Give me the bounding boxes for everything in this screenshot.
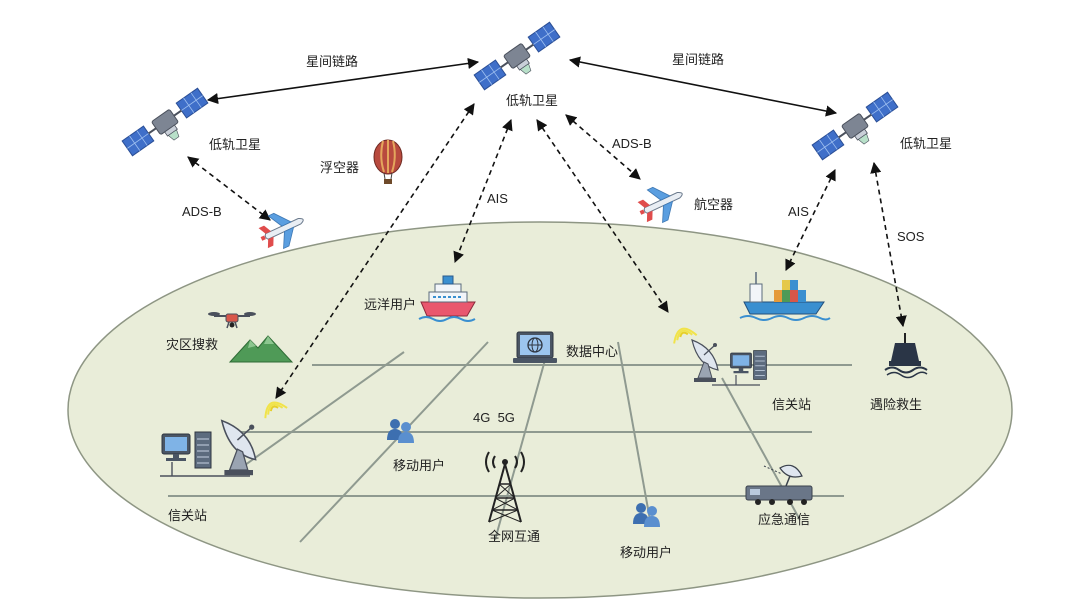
label-data-center: 数据中心 (566, 345, 618, 360)
drone-icon (208, 312, 256, 329)
label-ocean-user: 远洋用户 (364, 297, 416, 313)
isl-left-link (206, 57, 480, 105)
label-disaster-rescue: 灾区搜救 (166, 337, 218, 353)
label-sos: SOS (897, 229, 925, 244)
satellite-icon-right (811, 91, 906, 170)
label-isl-right: 星间链路 (672, 52, 724, 68)
cargo-ship-icon (739, 272, 831, 321)
ais-left-link (453, 118, 513, 264)
label-ais-left: AIS (487, 191, 508, 206)
label-adsb-right: ADS-B (612, 136, 652, 151)
label-sat-left: 低轨卫星 (209, 138, 261, 153)
links (187, 56, 907, 399)
ship-icon (418, 275, 476, 322)
balloon-icon (373, 139, 403, 184)
label-gateway-left: 信关站 (168, 509, 207, 524)
top-to-gateway-right-link (536, 119, 669, 313)
sos-link (870, 161, 907, 328)
ais-right-link (785, 168, 836, 272)
label-adsb-left: ADS-B (182, 204, 222, 219)
label-sat-top: 低轨卫星 (506, 94, 558, 109)
label-balloon: 浮空器 (320, 161, 359, 176)
server-rack-icon-left (194, 431, 212, 469)
label-mobile-user-bottom: 移动用户 (620, 545, 672, 561)
labels: 低轨卫星 低轨卫星 低轨卫星 星间链路 星间链路 ADS-B ADS-B AIS… (166, 52, 952, 561)
mountain-icon (228, 335, 294, 363)
label-aircraft: 航空器 (694, 197, 733, 213)
airplane-icon-right (632, 176, 691, 230)
label-mobile-user-left: 移动用户 (393, 458, 445, 474)
server-rack-icon-right (753, 350, 767, 380)
adsb-right-link (565, 114, 641, 180)
label-gateway-right: 信关站 (772, 398, 811, 413)
data-center-icon (513, 331, 557, 363)
label-ais-right: AIS (788, 204, 809, 219)
label-emergency-comm: 应急通信 (758, 512, 810, 528)
cell-tower-icon (485, 451, 525, 523)
label-4g-5g: 4G 5G (473, 410, 515, 425)
label-isl-left: 星间链路 (306, 54, 358, 70)
label-sat-right: 低轨卫星 (900, 137, 952, 152)
satellite-icon-left (121, 87, 216, 166)
label-rescue: 遇险救生 (870, 397, 922, 413)
label-full-network: 全网互通 (488, 529, 540, 545)
emergency-vehicle-icon (745, 464, 813, 505)
satellite-icon-top (473, 21, 568, 100)
buoy-icon (884, 333, 928, 379)
isl-right-link (568, 56, 838, 117)
